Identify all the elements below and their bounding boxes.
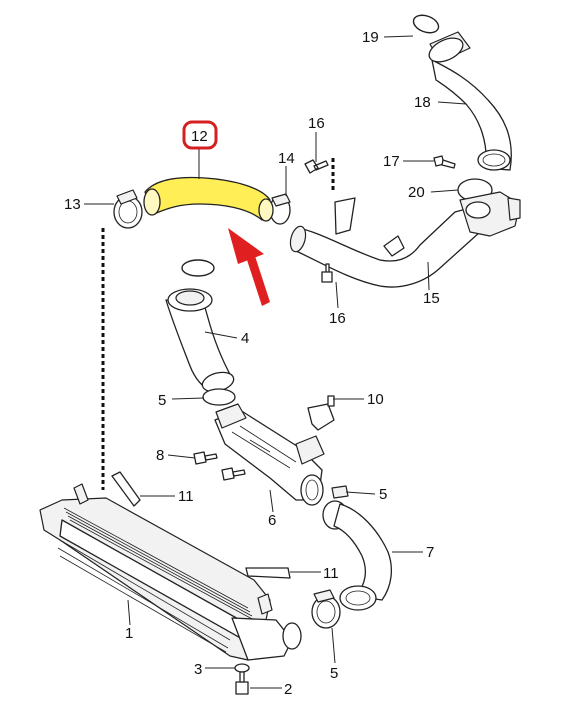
leader-lines (84, 35, 467, 689)
callout-label: 6 (268, 512, 276, 529)
part-3-washer (234, 663, 250, 673)
callout-label: 1 (125, 625, 133, 642)
callout-label: 8 (156, 447, 164, 464)
callout-label: 11 (178, 488, 194, 505)
part-4-o-ring (181, 259, 215, 277)
callout-label: 3 (194, 661, 202, 678)
part-10-sensor (307, 395, 335, 431)
part-17-bolt (433, 155, 456, 169)
part-11-strip-upper (111, 471, 141, 507)
red-arrow (228, 228, 270, 306)
part-16-bolt-upper (304, 159, 329, 174)
part-2-bolt (235, 671, 249, 695)
callout-label: 5 (158, 392, 166, 409)
part-4-pipe (165, 288, 235, 393)
part-14-clamp (269, 193, 291, 225)
part-11-strip-lower (245, 567, 291, 579)
callout-label: 17 (383, 153, 400, 170)
callout-label: 4 (241, 330, 249, 347)
callout-label: 10 (367, 391, 384, 408)
callout-label: 16 (308, 115, 325, 132)
callout-label: 13 (64, 196, 81, 213)
callout-label: 18 (414, 94, 431, 111)
callout-label: 5 (330, 665, 338, 682)
callout-label-12: 12 (191, 128, 208, 145)
callout-label: 2 (284, 681, 292, 698)
callout-label: 19 (362, 29, 379, 46)
part-7-hose (333, 503, 393, 611)
callout-box-12 (182, 120, 218, 150)
part-5-clamp-upper (202, 388, 236, 406)
part-8-bolt (193, 451, 218, 465)
callout-label: 11 (323, 565, 339, 582)
callout-label: 5 (379, 486, 387, 503)
callout-label: 15 (423, 290, 440, 307)
callout-label: 16 (329, 310, 346, 327)
callout-label: 20 (408, 184, 425, 201)
callout-labels: 1 2 3 4 5 5 5 6 7 8 10 11 11 12 13 14 15… (64, 29, 440, 698)
part-16-bolt-lower (321, 263, 333, 283)
part-1-intercooler (39, 483, 302, 661)
callout-label: 14 (278, 150, 295, 167)
part-15-pipe (289, 191, 521, 288)
part-12-hose-highlighted (143, 176, 274, 222)
part-6-assembly (214, 403, 325, 506)
part-8-bolt-second (221, 467, 246, 481)
part-13-clamp (113, 189, 143, 229)
part-18-upper-pipe (428, 31, 512, 171)
callout-label: 7 (426, 544, 434, 561)
part-5-clamp-lower (311, 589, 341, 629)
part-19-o-ring (412, 14, 440, 34)
